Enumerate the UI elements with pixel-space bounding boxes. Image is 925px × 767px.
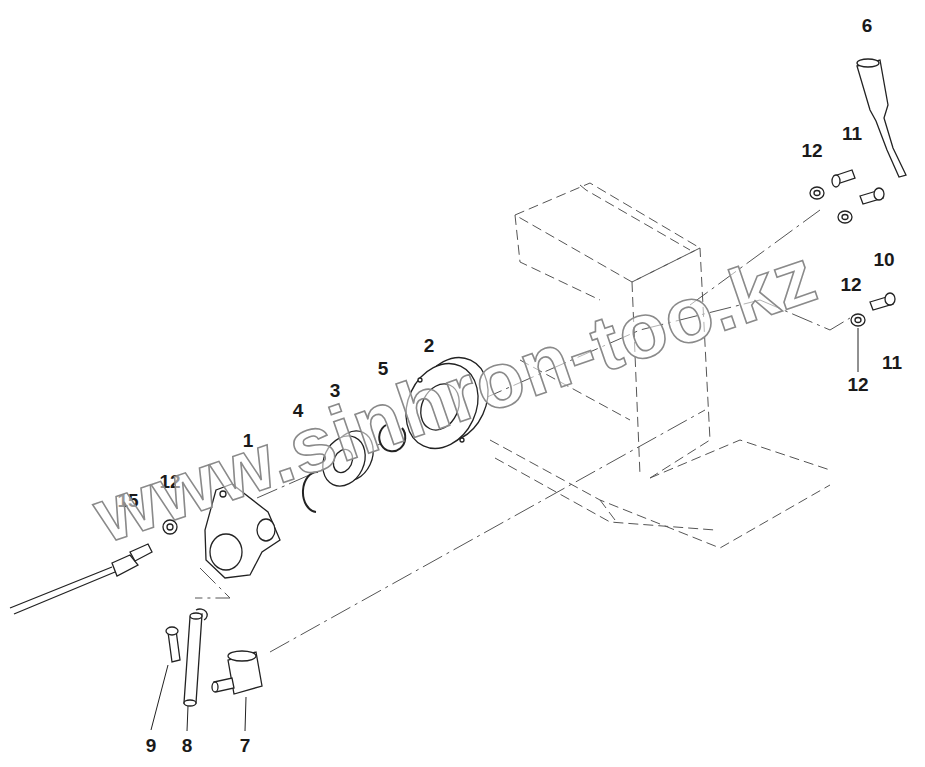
callout-number: 9 (146, 736, 157, 755)
callout-number: 6 (862, 16, 873, 35)
callout-number: 2 (424, 336, 435, 355)
callout-number: 5 (378, 359, 389, 378)
callout-number: 12 (840, 275, 861, 294)
callout-number: 10 (873, 250, 894, 269)
callout-number: 11 (842, 124, 862, 143)
callout-number: 12 (847, 375, 868, 394)
callout-number: 12 (801, 141, 822, 160)
callout-number: 8 (182, 736, 193, 755)
callout-number: 7 (240, 736, 251, 755)
callout-number: 11 (882, 353, 902, 372)
watermark: www.sinhron-too.kz (85, 235, 825, 555)
